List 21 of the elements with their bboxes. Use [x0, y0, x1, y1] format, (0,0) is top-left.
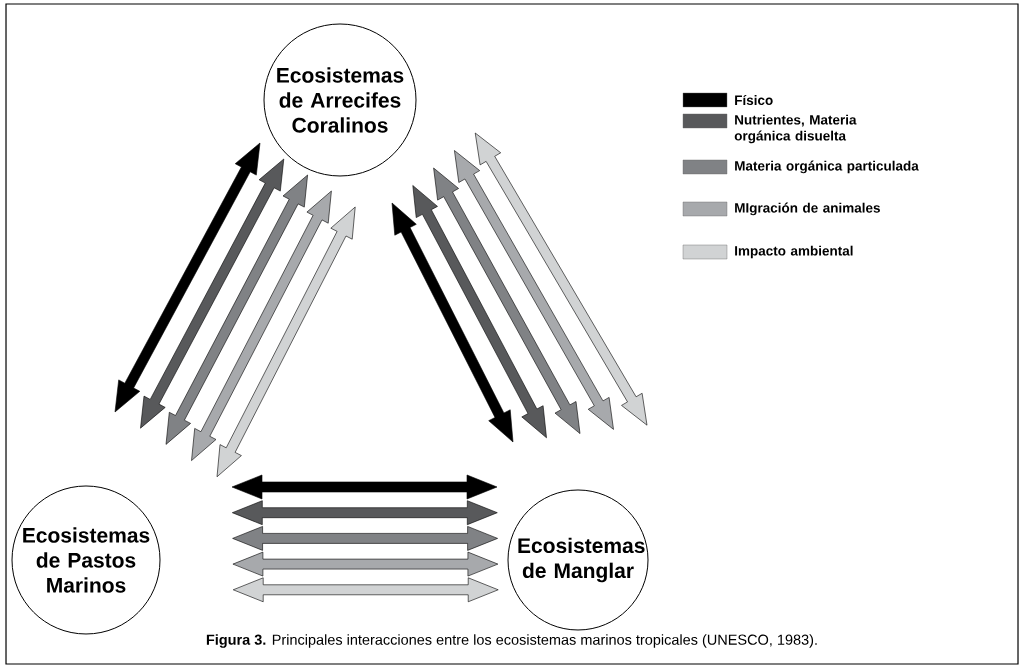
double-arrow	[232, 577, 499, 603]
double-arrow	[231, 474, 498, 500]
double-arrow	[454, 150, 614, 430]
double-arrow	[232, 551, 499, 577]
legend-label: Nutrientes, Materia orgánica disuelta	[734, 114, 857, 144]
double-arrow	[474, 132, 648, 426]
legend-label: Impacto ambiental	[735, 245, 853, 259]
double-arrow	[140, 158, 285, 429]
double-arrow	[232, 500, 498, 525]
figure-caption: Figura 3. Principales interacciones entre los ecosistemas marinos tropicales (UNESCO, 1983).	[206, 634, 817, 648]
double-arrow	[191, 190, 332, 461]
legend-label: Físico	[735, 95, 773, 105]
double-arrow	[165, 174, 308, 445]
double-arrow	[433, 167, 581, 434]
legend-label: MIgración de animales	[735, 202, 880, 216]
double-arrow	[114, 142, 261, 413]
double-arrow	[412, 185, 547, 439]
legend-label: Materia orgánica particulada	[735, 160, 919, 174]
double-arrow	[232, 526, 498, 551]
double-arrow	[391, 202, 514, 443]
double-arrow	[216, 206, 356, 478]
